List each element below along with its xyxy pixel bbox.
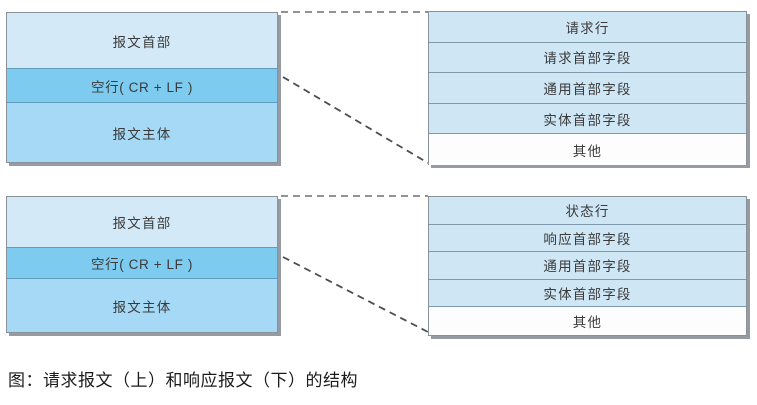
- band-label: 空行( CR + LF ): [91, 257, 193, 272]
- band-label: 报文首部: [112, 34, 172, 50]
- band-message-header-request: 报文首部: [7, 13, 277, 68]
- table-row: 状态行: [429, 197, 746, 225]
- table-row-label: 其他: [572, 143, 603, 159]
- table-row-label: 通用首部字段: [543, 259, 632, 275]
- band-label: 报文首部: [112, 216, 172, 231]
- figure-caption: 图：请求报文（上）和响应报文（下）的结构: [8, 371, 358, 390]
- table-row-label: 通用首部字段: [543, 81, 632, 97]
- table-row: 通用首部字段: [429, 252, 746, 280]
- band-message-body-request: 报文主体: [7, 103, 277, 162]
- table-row-label: 响应首部字段: [543, 231, 632, 247]
- band-blank-line-request: 空行( CR + LF ): [7, 68, 277, 103]
- table-row-label: 实体首部字段: [543, 112, 632, 128]
- table-row: 其他: [429, 307, 746, 335]
- table-row: 请求行: [429, 12, 746, 43]
- table-row-label: 其他: [572, 315, 603, 331]
- band-message-header-response: 报文首部: [7, 197, 277, 247]
- table-row-label: 请求行: [565, 20, 610, 36]
- table-row: 响应首部字段: [429, 224, 746, 253]
- table-row-label: 状态行: [565, 204, 610, 220]
- band-label: 报文主体: [112, 126, 172, 142]
- band-label: 空行( CR + LF ): [91, 79, 193, 95]
- message-box-response: 报文首部 空行( CR + LF ) 报文主体: [6, 196, 278, 333]
- table-row: 其他: [429, 134, 746, 165]
- connector-diagonal-2: [282, 256, 429, 333]
- band-message-body-response: 报文主体: [7, 279, 277, 332]
- field-table-request: 请求行 请求首部字段 通用首部字段 实体首部字段 其他: [428, 11, 747, 165]
- connector-diagonal-1: [282, 76, 429, 164]
- band-label: 报文主体: [112, 299, 172, 315]
- message-box-request: 报文首部 空行( CR + LF ) 报文主体: [6, 12, 278, 163]
- table-row: 实体首部字段: [429, 103, 746, 135]
- band-blank-line-response: 空行( CR + LF ): [7, 247, 277, 279]
- table-row-label: 请求首部字段: [543, 51, 632, 67]
- table-row: 请求首部字段: [429, 42, 746, 74]
- field-table-response: 状态行 响应首部字段 通用首部字段 实体首部字段 其他: [428, 196, 747, 336]
- table-row: 实体首部字段: [429, 279, 746, 308]
- table-row-label: 实体首部字段: [543, 287, 632, 303]
- table-row: 通用首部字段: [429, 73, 746, 104]
